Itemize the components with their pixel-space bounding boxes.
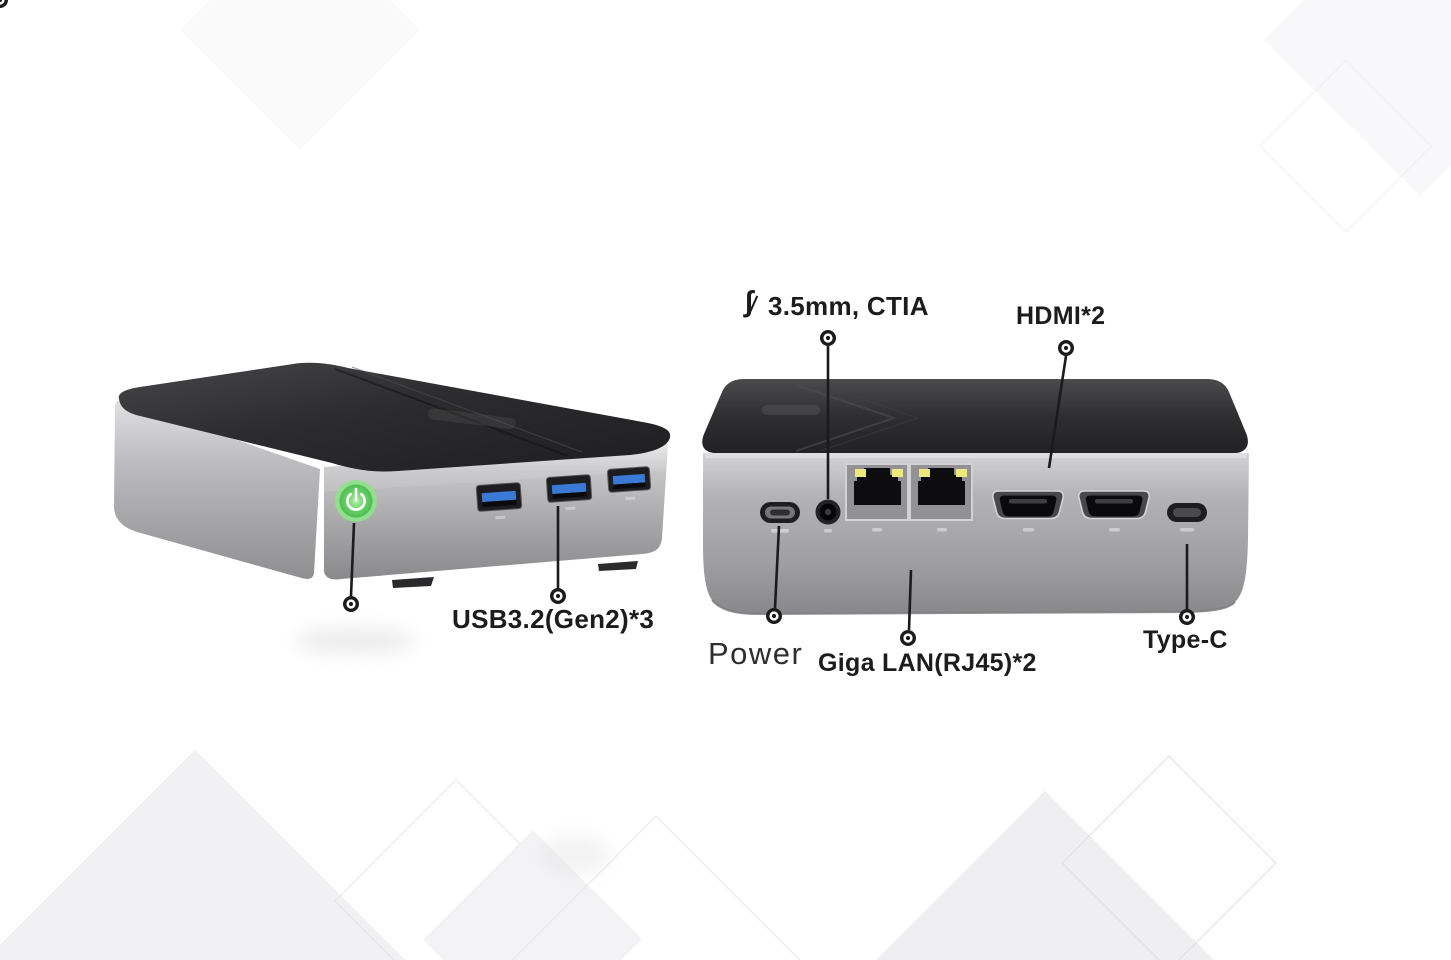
type-c-label-text: Type-C: [1143, 626, 1228, 654]
usb-c-power-port: [760, 502, 800, 533]
mini-pc-rear-view: [702, 379, 1249, 616]
rear-chassis-face: [703, 453, 1249, 614]
mini-pc-front-view: [114, 362, 671, 588]
callout-line-power-button: [349, 522, 356, 597]
audio-jack-label-text: 3.5mm, CTIA: [768, 290, 929, 321]
lid-chevron: [819, 384, 921, 452]
chassis-left-face: [114, 400, 320, 579]
usb-label-text: USB3.2(Gen2)*3: [452, 604, 655, 634]
callout-dot-type-c: [1179, 609, 1195, 625]
lid-seam: [351, 366, 583, 453]
callout-dot-audio: [820, 330, 836, 346]
hdmi-label: HDMI*2: [1016, 302, 1106, 331]
rj45-lan-port: [845, 463, 909, 532]
device-shadow: [295, 628, 415, 654]
callout-dot-power-button: [343, 596, 359, 612]
hdmi-label-text: HDMI*2: [1016, 302, 1106, 330]
device-foot: [392, 577, 434, 588]
rear-bottom-edge: [711, 599, 1236, 616]
power-button: [335, 480, 377, 522]
power-input-label: Power: [708, 636, 804, 671]
lid-logo: [428, 408, 516, 429]
lan-label: Giga LAN(RJ45)*2: [818, 649, 1037, 678]
usb-c-port: [1167, 503, 1207, 532]
usb-a-port: [475, 482, 523, 520]
hdmi-port: [991, 490, 1065, 532]
callout-line-lan: [907, 569, 913, 631]
device-shadow: [540, 835, 610, 875]
lid-logo: [762, 405, 820, 415]
callout-dot-power-input: [766, 608, 782, 624]
power-icon: [346, 487, 366, 511]
audio-jack-label: ∫ 3.5mm, CTIA: [745, 286, 929, 321]
callout-dot-usb: [550, 588, 566, 604]
lan-label-text: Giga LAN(RJ45)*2: [818, 649, 1037, 677]
callout-lines: [349, 346, 1189, 631]
rear-top-lid: [702, 379, 1248, 453]
callout-dot: [0, 0, 8, 8]
usb-label: USB3.2(Gen2)*3: [452, 605, 654, 634]
rear-top-bevel: [705, 453, 1247, 458]
callout-line-power-input: [773, 525, 781, 609]
callout-dot-lan: [900, 630, 916, 646]
lid-seam: [334, 368, 569, 457]
usb-a-port: [545, 474, 593, 511]
type-c-label: Type-C: [1143, 626, 1228, 655]
usb-a-port: [606, 466, 652, 501]
callout-line-hdmi: [1047, 355, 1068, 469]
power-input-label-text: Power: [708, 636, 804, 671]
rj45-lan-port: [909, 463, 973, 532]
callout-dot-hdmi: [1058, 340, 1074, 356]
device-foot: [598, 561, 638, 571]
headset-jack-icon: ∫: [745, 286, 761, 321]
chassis-top-lid: [118, 362, 671, 472]
audio-jack-3-5mm: [815, 499, 841, 533]
